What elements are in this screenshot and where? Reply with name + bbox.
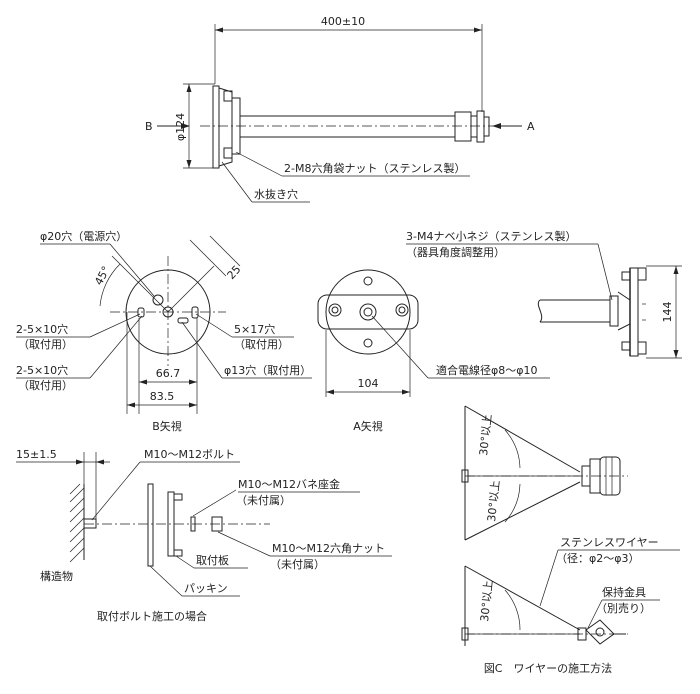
dim-66-7: 66.7: [156, 367, 181, 380]
hole-13-note: φ13穴（取付用）: [224, 363, 311, 377]
nut-note: 2-M8六角袋ナット（ステンレス製）: [284, 161, 465, 175]
b-view-caption: B矢視: [152, 419, 182, 433]
wire-installation-view: 30°以上 30°以上 30°以上 ステンレスワイヤー （径：φ2～φ3） 保持…: [461, 405, 680, 675]
top-view: 400±10 φ124 B A 2-M8六角袋ナ: [145, 15, 535, 203]
drain-hole-note: 水抜き穴: [254, 187, 298, 201]
wire-angle-3: 30°以上: [478, 580, 495, 623]
bolt-label: M10～M12ボルト: [144, 448, 235, 461]
hole-2x5x10-b-sub: （取付用）: [18, 379, 73, 392]
view-a-label: A: [527, 120, 535, 133]
length-dimension: 400±10: [321, 15, 365, 28]
screw-note: 3-M4ナベ小ネジ（ステンレス製）: [406, 229, 576, 243]
wire-view-caption: 図C ワイヤーの施工方法: [484, 661, 612, 675]
holder-sub: （別売り）: [596, 602, 651, 615]
dim-104: 104: [358, 377, 379, 390]
wire-angle-1: 30°以上: [477, 414, 494, 457]
power-hole-note: φ20穴（電源穴）: [40, 229, 127, 243]
a-arrow-view: 104 適合電線径φ8～φ10 A矢視: [317, 269, 550, 433]
washer-sub: （未付属）: [236, 494, 291, 507]
bolt-installation-view: 15±1.5 構造物 M10～M12ボルト M10～M12バネ座金: [16, 448, 392, 623]
packing-label: パッキン: [184, 582, 228, 595]
washer-label: M10～M12バネ座金: [238, 477, 340, 491]
hole-5x17: 5×17穴: [234, 322, 275, 336]
screw-note-sub: （器具角度調整用）: [406, 245, 505, 259]
dim-15: 15±1.5: [16, 448, 57, 461]
wire-label: ステンレスワイヤー: [560, 536, 659, 549]
hole-2x5x10-b: 2-5×10穴: [16, 363, 68, 377]
cable-diameter-note: 適合電線径φ8～φ10: [436, 363, 538, 377]
diameter-dimension: φ124: [174, 113, 187, 141]
nut-sub: （未付属）: [270, 558, 325, 571]
hole-2x5x10-a: 2-5×10穴: [16, 322, 68, 336]
wire-angle-2: 30°以上: [485, 480, 502, 523]
view-b-label: B: [145, 120, 153, 133]
nut-label: M10～M12六角ナット: [272, 542, 385, 555]
plate-label: 取付板: [196, 553, 229, 567]
angle-45: 45°: [92, 264, 113, 287]
dim-25: 25: [225, 263, 244, 282]
structure-label: 構造物: [40, 569, 73, 583]
b-arrow-view: 45° 25 φ20穴（電源穴） 2-5×10穴 （取付用） 2-5×10穴 （…: [16, 229, 312, 433]
dim-83-5: 83.5: [150, 390, 175, 403]
bolt-view-caption: 取付ボルト施工の場合: [97, 609, 207, 623]
holder-label: 保持金具: [602, 585, 646, 599]
dim-144: 144: [661, 302, 674, 323]
side-view: 3-M4ナベ小ネジ（ステンレス製） （器具角度調整用） 144: [406, 229, 682, 359]
hole-5x17-sub: （取付用）: [234, 338, 289, 351]
a-view-caption: A矢視: [353, 419, 383, 433]
wire-sub: （径：φ2～φ3）: [556, 552, 640, 565]
hole-2x5x10-a-sub: （取付用）: [18, 338, 73, 351]
